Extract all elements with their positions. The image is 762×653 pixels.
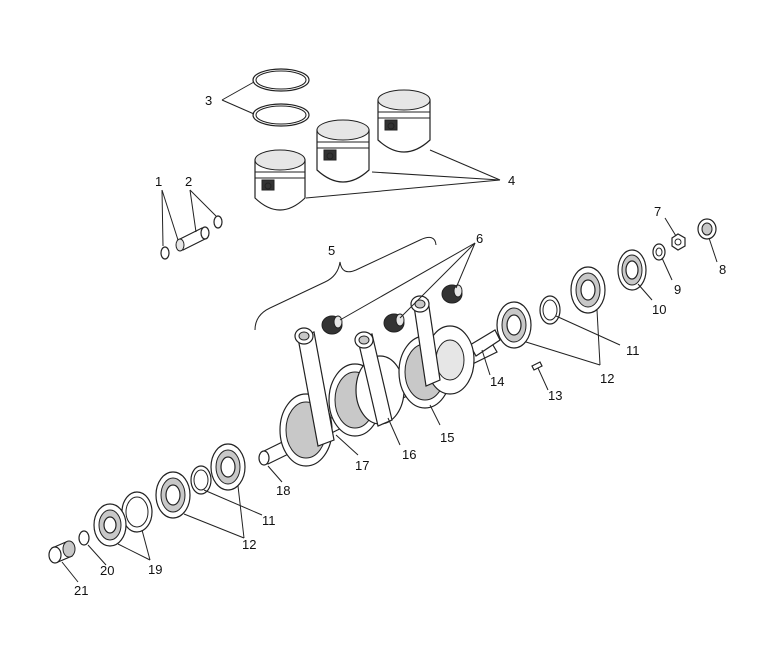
right-ring-11 bbox=[539, 295, 561, 325]
left-bearing-12-outer bbox=[155, 471, 191, 519]
callout-6: 6 bbox=[476, 231, 483, 246]
callout-13: 13 bbox=[548, 388, 562, 403]
brace-5 bbox=[254, 236, 437, 331]
connecting-rods bbox=[294, 295, 441, 447]
left-bearing-12-inner bbox=[210, 443, 246, 491]
callout-18: 18 bbox=[276, 483, 290, 498]
callout-4: 4 bbox=[508, 173, 515, 188]
callout-11-left: 11 bbox=[262, 513, 276, 528]
nut-washer-hardware bbox=[652, 218, 717, 261]
right-seal-10 bbox=[617, 249, 647, 291]
left-seal-19 bbox=[93, 491, 153, 547]
callout-19: 19 bbox=[148, 562, 162, 577]
callout-20: 20 bbox=[100, 563, 114, 578]
woodruff-key-13 bbox=[531, 361, 543, 371]
piston-middle bbox=[316, 119, 370, 183]
callout-1: 1 bbox=[155, 174, 162, 189]
callout-labels: 1 2 3 4 5 6 7 8 9 10 11 11 12 12 13 14 1… bbox=[74, 93, 726, 598]
right-bearing-12-inner bbox=[496, 301, 532, 349]
leader-lines bbox=[61, 81, 718, 583]
callout-11-right: 11 bbox=[626, 343, 640, 358]
callout-7: 7 bbox=[654, 204, 661, 219]
callout-8: 8 bbox=[719, 262, 726, 277]
callout-9: 9 bbox=[674, 282, 681, 297]
callout-2: 2 bbox=[185, 174, 192, 189]
right-bearing-12-outer bbox=[570, 266, 606, 314]
left-ring-20 bbox=[78, 530, 90, 546]
callout-12-left: 12 bbox=[242, 537, 256, 552]
left-ring-11 bbox=[190, 465, 212, 495]
callout-15: 15 bbox=[440, 430, 454, 445]
needle-bearings bbox=[321, 284, 463, 335]
callout-5: 5 bbox=[328, 243, 335, 258]
callout-10: 10 bbox=[652, 302, 666, 317]
piston-left bbox=[254, 149, 306, 211]
left-bushing-21 bbox=[48, 540, 76, 564]
callout-12-right: 12 bbox=[600, 371, 614, 386]
callout-16: 16 bbox=[402, 447, 416, 462]
callout-21: 21 bbox=[74, 583, 88, 598]
callout-3: 3 bbox=[205, 93, 212, 108]
piston-right bbox=[377, 89, 431, 153]
callout-17: 17 bbox=[355, 458, 369, 473]
piston-rings bbox=[252, 68, 310, 127]
callout-14: 14 bbox=[490, 374, 504, 389]
wrist-pin-assembly bbox=[160, 215, 223, 260]
